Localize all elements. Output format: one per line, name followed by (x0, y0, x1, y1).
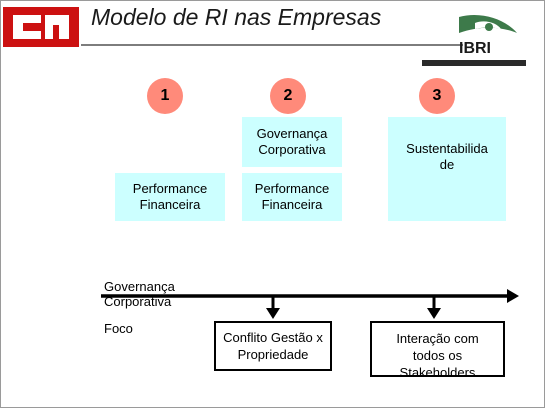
title-underline (81, 44, 463, 46)
axis-label-governanca: Governança Corporativa (104, 279, 175, 309)
company-logo (3, 7, 79, 47)
interacao-label: Interação com todos os Stakeholders (396, 331, 479, 377)
column-1-performance-box: Performance Financeira (115, 173, 225, 221)
column-1-number: 1 (147, 78, 183, 114)
axis-label-foco: Foco (104, 321, 133, 336)
ibri-logo: IBRI (459, 14, 517, 57)
interacao-box: Interação com todos os Stakeholders (370, 321, 505, 377)
page-title: Modelo de RI nas Empresas (91, 4, 382, 30)
column-3-number: 3 (419, 78, 455, 114)
column-3-sustentabilidade-label: Sustentabilida de (406, 141, 488, 172)
column-1-performance-label: Performance Financeira (132, 181, 208, 212)
column-2-governanca-label: Governança Corporativa (256, 126, 328, 157)
ibri-logo-subtitle-band (422, 60, 526, 66)
ibri-logo-text: IBRI (459, 40, 491, 57)
column-2-performance-label: Performance Financeira (254, 181, 330, 212)
column-3-sustentabilidade-box: Sustentabilida de (388, 117, 506, 221)
column-2-performance-box: Performance Financeira (242, 173, 342, 221)
column-2-number: 2 (270, 78, 306, 114)
column-2-governanca-box: Governança Corporativa (242, 117, 342, 167)
conflito-label: Conflito Gestão x Propriedade (223, 330, 323, 362)
conflito-box: Conflito Gestão x Propriedade (214, 321, 332, 371)
